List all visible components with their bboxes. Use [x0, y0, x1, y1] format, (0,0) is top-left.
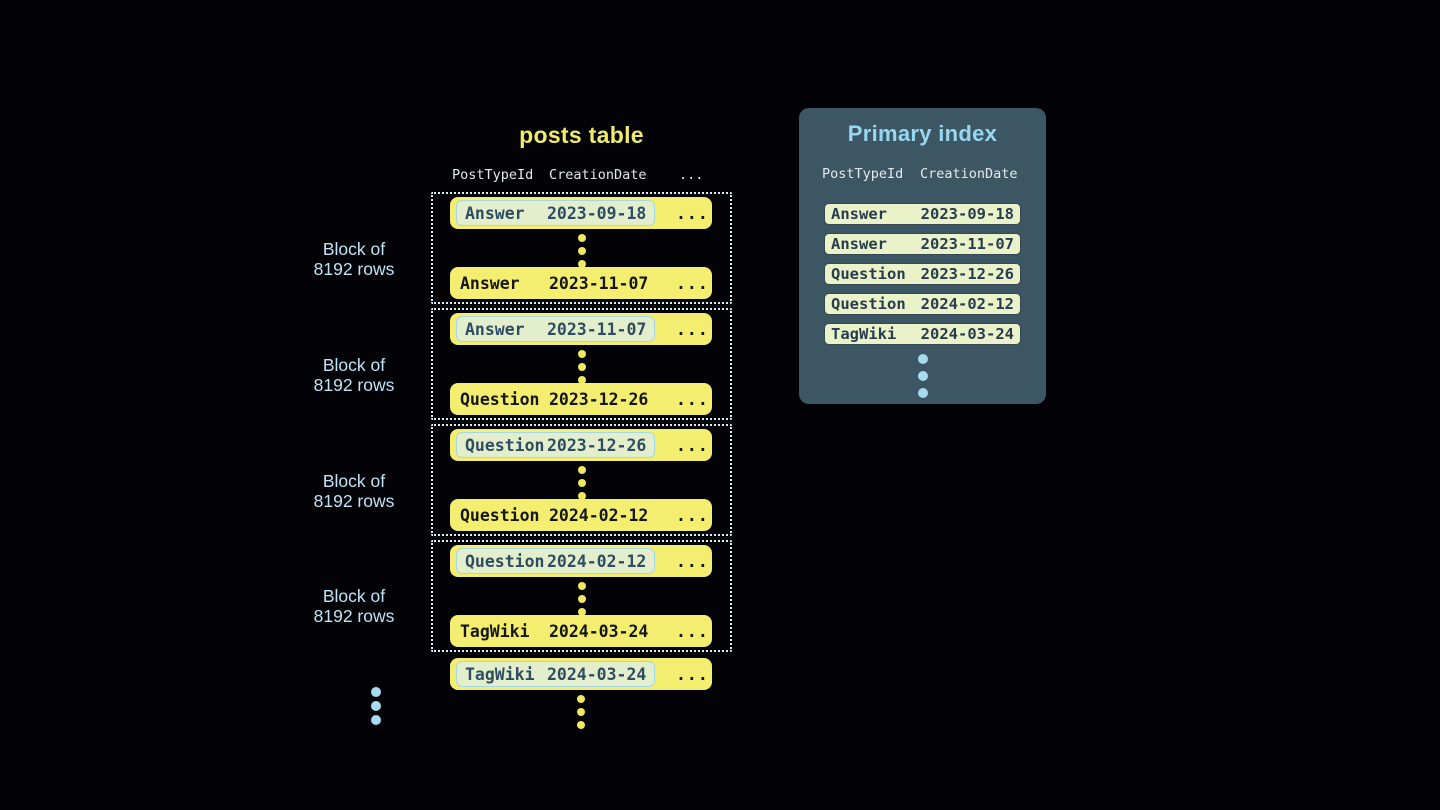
row-posttypeid: Answer: [831, 205, 887, 223]
primary-index-panel: Primary index PostTypeId CreationDate An…: [799, 108, 1046, 404]
block-label-line2: 8192 rows: [313, 259, 395, 279]
row-posttypeid: Answer: [460, 273, 520, 293]
table-row: Question 2023-12-26 ...: [450, 383, 712, 415]
rows-ellipsis-dots-icon: [433, 582, 730, 616]
row-posttypeid: Question: [831, 295, 906, 313]
index-row: Answer 2023-09-18: [824, 203, 1021, 225]
row-creationdate: 2024-03-24: [547, 664, 647, 684]
table-row: Question 2023-12-26 ...: [450, 429, 712, 461]
table-row: Answer 2023-09-18 ...: [450, 197, 712, 229]
row-more-columns: ...: [676, 203, 709, 223]
more-blocks-ellipsis-dots-icon: [366, 687, 386, 725]
block-size-label: Block of 8192 rows: [296, 355, 412, 395]
row-more-columns: ...: [676, 664, 709, 684]
index-row: Question 2024-02-12: [824, 293, 1021, 315]
primary-index-title: Primary index: [847, 121, 998, 146]
index-entry-highlight: Answer 2023-09-18: [456, 200, 655, 226]
block-label-line2: 8192 rows: [313, 606, 395, 626]
index-row: TagWiki 2024-03-24: [824, 323, 1021, 345]
row-posttypeid: Question: [460, 389, 540, 409]
posts-block-3: Question 2023-12-26 ... Question 2024-02…: [431, 424, 732, 536]
row-creationdate: 2024-02-12: [547, 551, 647, 571]
index-entry-highlight: TagWiki 2024-03-24: [456, 661, 655, 687]
row-creationdate: 2023-12-26: [549, 389, 649, 409]
block-label-line1: Block of: [322, 586, 386, 606]
column-header-creationdate: CreationDate: [920, 166, 1018, 182]
row-creationdate: 2023-09-18: [547, 203, 647, 223]
block-size-label: Block of 8192 rows: [296, 239, 412, 279]
block-label-line1: Block of: [322, 239, 386, 259]
row-posttypeid: TagWiki: [460, 621, 530, 641]
row-more-columns: ...: [676, 551, 709, 571]
index-entry-highlight: Question 2023-12-26: [456, 432, 655, 458]
posts-block-2: Answer 2023-11-07 ... Question 2023-12-2…: [431, 308, 732, 420]
column-header-posttypeid: PostTypeId: [452, 167, 534, 183]
index-row: Answer 2023-11-07: [824, 233, 1021, 255]
column-header-posttypeid: PostTypeId: [822, 166, 904, 182]
row-creationdate: 2023-12-26: [920, 265, 1014, 283]
block-label-line2: 8192 rows: [313, 375, 395, 395]
posts-table-column-headers: PostTypeId CreationDate ...: [431, 167, 732, 185]
row-more-columns: ...: [676, 389, 709, 409]
row-posttypeid: TagWiki: [831, 325, 897, 343]
block-label-line2: 8192 rows: [313, 491, 395, 511]
row-creationdate: 2024-02-12: [920, 295, 1014, 313]
row-more-columns: ...: [676, 319, 709, 339]
row-posttypeid: Question: [465, 435, 545, 455]
table-row: Question 2024-02-12 ...: [450, 499, 712, 531]
posts-block-1: Answer 2023-09-18 ... Answer 2023-11-07 …: [431, 192, 732, 304]
table-row: TagWiki 2024-03-24 ...: [450, 658, 712, 690]
row-posttypeid: Question: [460, 505, 540, 525]
row-creationdate: 2023-11-07: [547, 319, 647, 339]
row-creationdate: 2023-09-18: [920, 205, 1014, 223]
row-more-columns: ...: [676, 435, 709, 455]
index-entry-highlight: Answer 2023-11-07: [456, 316, 655, 342]
posts-table-title: posts table: [519, 122, 644, 148]
column-header-more: ...: [679, 167, 704, 183]
row-posttypeid: Answer: [465, 319, 525, 339]
row-posttypeid: Answer: [465, 203, 525, 223]
row-more-columns: ...: [676, 505, 709, 525]
row-creationdate: 2023-12-26: [547, 435, 647, 455]
row-more-columns: ...: [676, 621, 709, 641]
row-posttypeid: Question: [831, 265, 906, 283]
table-row: TagWiki 2024-03-24 ...: [450, 615, 712, 647]
posts-block-4: Question 2024-02-12 ... TagWiki 2024-03-…: [431, 540, 732, 652]
rows-ellipsis-dots-icon: [433, 234, 730, 268]
rows-ellipsis-dots-icon: [433, 350, 730, 384]
row-creationdate: 2024-03-24: [920, 325, 1014, 343]
row-posttypeid: TagWiki: [465, 664, 535, 684]
block-size-label: Block of 8192 rows: [296, 471, 412, 511]
row-creationdate: 2024-02-12: [549, 505, 649, 525]
row-creationdate: 2023-11-07: [549, 273, 649, 293]
block-label-line1: Block of: [322, 471, 386, 491]
rows-ellipsis-dots-icon: [433, 466, 730, 500]
block-size-label: Block of 8192 rows: [296, 586, 412, 626]
column-header-creationdate: CreationDate: [549, 167, 647, 183]
rows-ellipsis-dots-icon: [450, 695, 712, 729]
table-row: Question 2024-02-12 ...: [450, 545, 712, 577]
index-ellipsis-dots-icon: [799, 354, 1046, 398]
index-row: Question 2023-12-26: [824, 263, 1021, 285]
row-creationdate: 2024-03-24: [549, 621, 649, 641]
index-entry-highlight: Question 2024-02-12: [456, 548, 655, 574]
row-creationdate: 2023-11-07: [920, 235, 1014, 253]
block-label-line1: Block of: [322, 355, 386, 375]
row-more-columns: ...: [676, 273, 709, 293]
table-row: Answer 2023-11-07 ...: [450, 267, 712, 299]
row-posttypeid: Answer: [831, 235, 887, 253]
row-posttypeid: Question: [465, 551, 545, 571]
primary-index-column-headers: PostTypeId CreationDate: [799, 166, 1046, 184]
table-row: Answer 2023-11-07 ...: [450, 313, 712, 345]
